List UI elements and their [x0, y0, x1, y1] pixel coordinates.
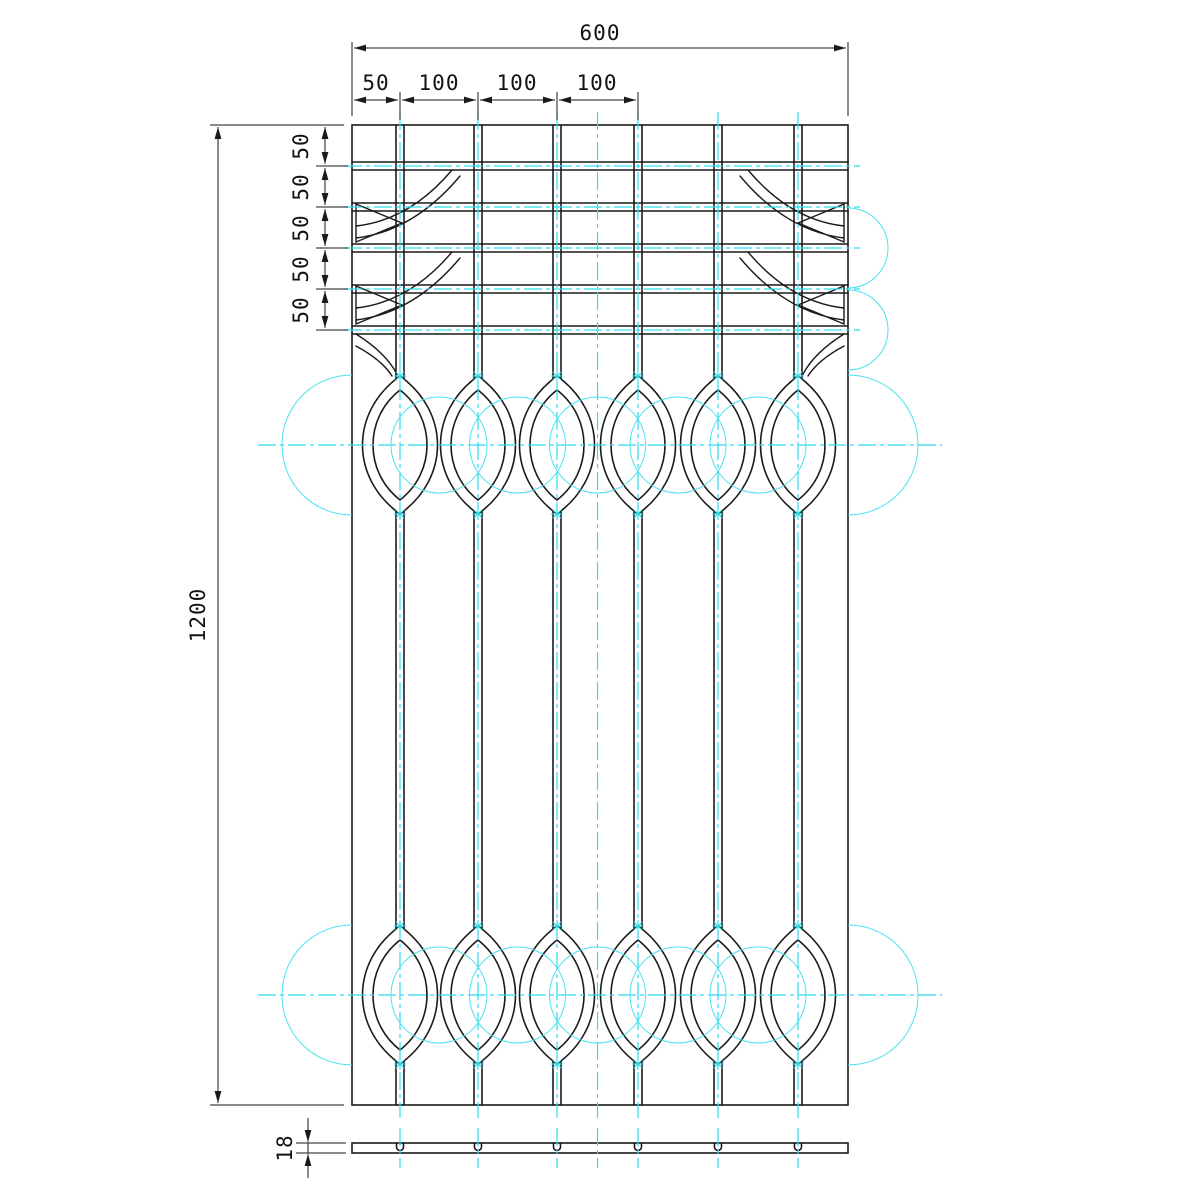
dimension-lines — [210, 42, 849, 1178]
dim-segment-100: 100 — [497, 71, 538, 95]
dim-thickness: 18 — [273, 1134, 297, 1161]
dim-overall-height: 1200 — [186, 588, 210, 643]
dim-row-50: 50 — [289, 132, 313, 159]
dim-overall-width: 600 — [580, 21, 621, 45]
side-view-strip — [351, 1142, 849, 1154]
dim-row-50: 50 — [289, 255, 313, 282]
dim-segment-100: 100 — [577, 71, 618, 95]
dim-row-50: 50 — [289, 173, 313, 200]
corner-branches — [355, 169, 845, 377]
construction-centerlines — [258, 111, 942, 1169]
construction-circles — [281, 207, 919, 1066]
dim-row-50: 50 — [289, 214, 313, 241]
dim-row-50: 50 — [289, 296, 313, 323]
dimension-labels: 600 50 100 100 100 50 50 50 50 50 1200 1… — [186, 21, 621, 1162]
front-view-structure — [351, 124, 849, 1106]
side-view — [351, 1142, 849, 1154]
dim-segment-50: 50 — [362, 71, 389, 95]
dim-segment-100: 100 — [419, 71, 460, 95]
panel-outline — [351, 124, 849, 1106]
